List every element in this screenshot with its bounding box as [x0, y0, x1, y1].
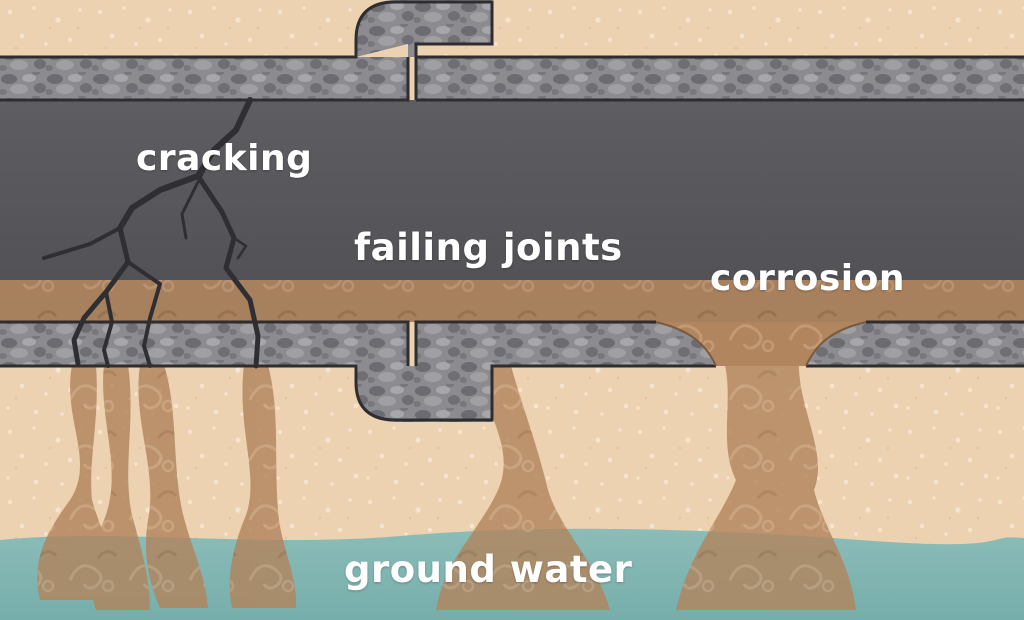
cracking-label: cracking [136, 138, 313, 179]
joint-collar-bottom [356, 366, 492, 422]
corrosion-leak-plume [676, 350, 856, 610]
crack-leak-plume-3 [138, 365, 208, 608]
corrosion-label: corrosion [710, 258, 905, 299]
sewage-flow [0, 280, 1024, 322]
failing-joints-label: failing joints [354, 226, 623, 269]
crack-branch-small [180, 148, 216, 240]
pipe-wall-bottom-left [0, 322, 408, 366]
crack-branch-right [195, 173, 261, 369]
pipe-wall-top-left [0, 57, 408, 100]
crack-hairline [232, 236, 248, 260]
crack-branch-down-1 [71, 225, 131, 367]
pipe-top-outline [0, 0, 1024, 102]
crack-branch-down-3 [126, 260, 162, 368]
crack-leak-plume-4 [229, 365, 297, 608]
pipe-wall-top-right [416, 57, 1024, 100]
crack-leak-plume-1 [37, 365, 113, 600]
ground-water-label: ground water [344, 548, 633, 591]
crack-branch-down-2 [102, 290, 114, 368]
crack-leak-plume-2 [90, 365, 150, 610]
joint-leak-plume [436, 362, 610, 610]
pipe-cracks [42, 97, 261, 369]
pipe-bottom-outline [0, 320, 1024, 422]
corrosion-hole [656, 322, 866, 366]
leak-plumes [37, 350, 856, 610]
crack-branch-left [42, 226, 122, 260]
